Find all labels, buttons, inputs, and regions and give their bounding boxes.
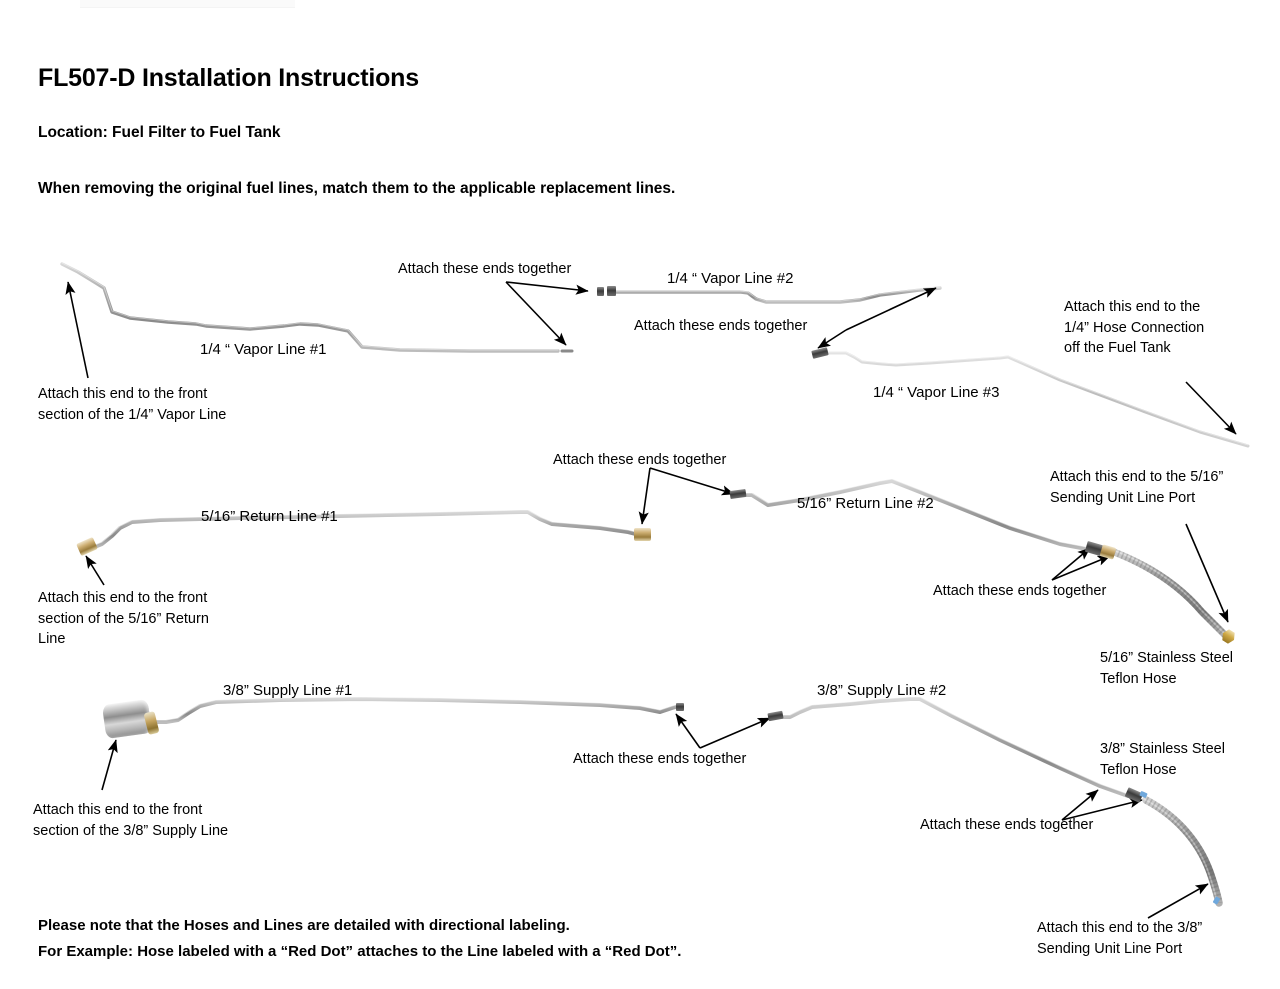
anno-supply1-front: Attach this end to the front section of … [33, 800, 228, 841]
label-hose-516-line-2: Teflon Hose [1100, 670, 1177, 687]
footer-line-1: Please note that the Hoses and Lines are… [38, 917, 570, 934]
anno-supply-sending-unit-line-1: Attach this end to the 3/8” [1037, 920, 1203, 936]
page-title: FL507-D Installation Instructions [38, 64, 419, 92]
return-line-2-tube [740, 478, 1094, 552]
anno-vapor1-front: Attach this end to the front section of … [38, 384, 226, 425]
label-supply-line-1: 3/8” Supply Line #1 [223, 682, 353, 699]
supply-line-2-tube [776, 696, 1130, 798]
hose-38-braided [1142, 796, 1223, 907]
label-hose-38: 3/8” Stainless Steel Teflon Hose [1100, 739, 1225, 780]
anno-return-join: Attach these ends together [553, 452, 727, 468]
footer-line-2: For Example: Hose labeled with a “Red Do… [38, 943, 682, 960]
location-line: Location: Fuel Filter to Fuel Tank [38, 124, 281, 141]
intro-line: When removing the original fuel lines, m… [38, 180, 676, 197]
hose-516-hex-nut-bottom [1220, 628, 1238, 646]
arrow-vapor-tank-end [1185, 381, 1237, 435]
return-line-1-tube [90, 509, 638, 550]
anno-supply-hose-join: Attach these ends together [920, 817, 1094, 833]
return-line-2-fitting-left [729, 488, 747, 500]
hose-516-fitting-top [1099, 544, 1117, 560]
hose-516-braided [1110, 548, 1230, 640]
return-line-1-fitting-left [76, 536, 98, 557]
anno-vapor-tank-line-1: Attach this end to the [1064, 299, 1201, 315]
anno-vapor-tank-line-2: 1/4” Hose Connection [1064, 319, 1205, 336]
return-line-1-fitting-right [634, 528, 651, 541]
vapor-line-2-fitting-b [607, 286, 616, 296]
arrow-return-sending-unit [1185, 523, 1229, 623]
anno-return-sending-unit: Attach this end to the 5/16” Sending Uni… [1050, 467, 1223, 508]
label-hose-516: 5/16” Stainless Steel Teflon Hose [1100, 648, 1233, 689]
arrow-vapor1-front [65, 281, 89, 379]
scan-artifact [80, 0, 295, 8]
anno-vapor1-front-line-2: section of the 1/4” Vapor Line [38, 406, 227, 423]
arrow-supply-sending-unit [1147, 883, 1209, 919]
anno-vapor-join-lower: Attach these ends together [634, 318, 808, 334]
hose-38-blue-marker-bottom [1212, 896, 1221, 905]
arrow-supply1-front [101, 739, 118, 791]
anno-return-hose-join: Attach these ends together [933, 583, 1107, 599]
vapor-line-2-fitting-a [597, 287, 604, 296]
anno-return-sending-unit-line-1: Attach this end to the 5/16” [1050, 469, 1224, 485]
arrow-supply-join-to-line2 [699, 717, 771, 749]
vapor-line-2-tube [612, 286, 942, 304]
anno-supply-sending-unit-line-2: Sending Unit Line Port [1037, 940, 1183, 957]
label-vapor-line-3: 1/4 “ Vapor Line #3 [873, 384, 1000, 401]
anno-vapor-tank-line-3: off the Fuel Tank [1064, 340, 1171, 356]
anno-vapor-tank: Attach this end to the 1/4” Hose Connect… [1064, 297, 1204, 359]
anno-return1-front-line-1: Attach this end to the front [38, 590, 208, 606]
anno-vapor-join-upper: Attach these ends together [398, 261, 572, 277]
supply-line-2-fitting-left [767, 710, 784, 722]
arrow-return-join-to-line1 [638, 467, 651, 525]
supply-line-1-tube [150, 696, 684, 724]
label-hose-516-line-1: 5/16” Stainless Steel [1100, 650, 1233, 666]
arrow-vapor-join-to-line2 [505, 281, 589, 295]
anno-vapor1-front-line-1: Attach this end to the front [38, 386, 208, 402]
anno-return1-front: Attach this end to the front section of … [38, 588, 209, 650]
footer-note: Please note that the Hoses and Lines are… [38, 913, 681, 965]
label-hose-38-line-2: Teflon Hose [1100, 761, 1177, 778]
label-return-line-2: 5/16” Return Line #2 [797, 495, 934, 512]
anno-supply-sending-unit: Attach this end to the 3/8” Sending Unit… [1037, 918, 1202, 959]
anno-supply1-front-line-1: Attach this end to the front [33, 802, 203, 818]
anno-supply1-front-line-2: section of the 3/8” Supply Line [33, 822, 229, 839]
anno-return-sending-unit-line-2: Sending Unit Line Port [1050, 489, 1196, 506]
vapor-line-3-fitting [811, 347, 829, 359]
anno-return1-front-line-3: Line [38, 631, 66, 647]
supply-line-1-fitting-right [676, 703, 684, 711]
anno-return1-front-line-2: section of the 5/16” Return [38, 610, 209, 627]
label-supply-line-2: 3/8” Supply Line #2 [817, 682, 947, 699]
arrow-vapor-join-to-line1 [505, 281, 567, 346]
label-vapor-line-1: 1/4 “ Vapor Line #1 [200, 341, 327, 358]
label-hose-38-line-1: 3/8” Stainless Steel [1100, 741, 1225, 757]
arrow-return1-front [85, 555, 105, 586]
label-vapor-line-2: 1/4 “ Vapor Line #2 [667, 270, 794, 287]
arrow-vapor-join2-to-line3 [817, 329, 847, 349]
arrow-vapor-join2-to-line2 [845, 287, 937, 331]
label-return-line-1: 5/16” Return Line #1 [201, 508, 338, 525]
arrow-supply-join-to-line1 [675, 713, 701, 749]
arrow-return-hose-join-b [1051, 555, 1111, 581]
anno-supply-join: Attach these ends together [573, 751, 747, 767]
arrow-return-hose-join-a [1051, 547, 1091, 581]
arrow-return-join-to-line2 [649, 467, 735, 496]
